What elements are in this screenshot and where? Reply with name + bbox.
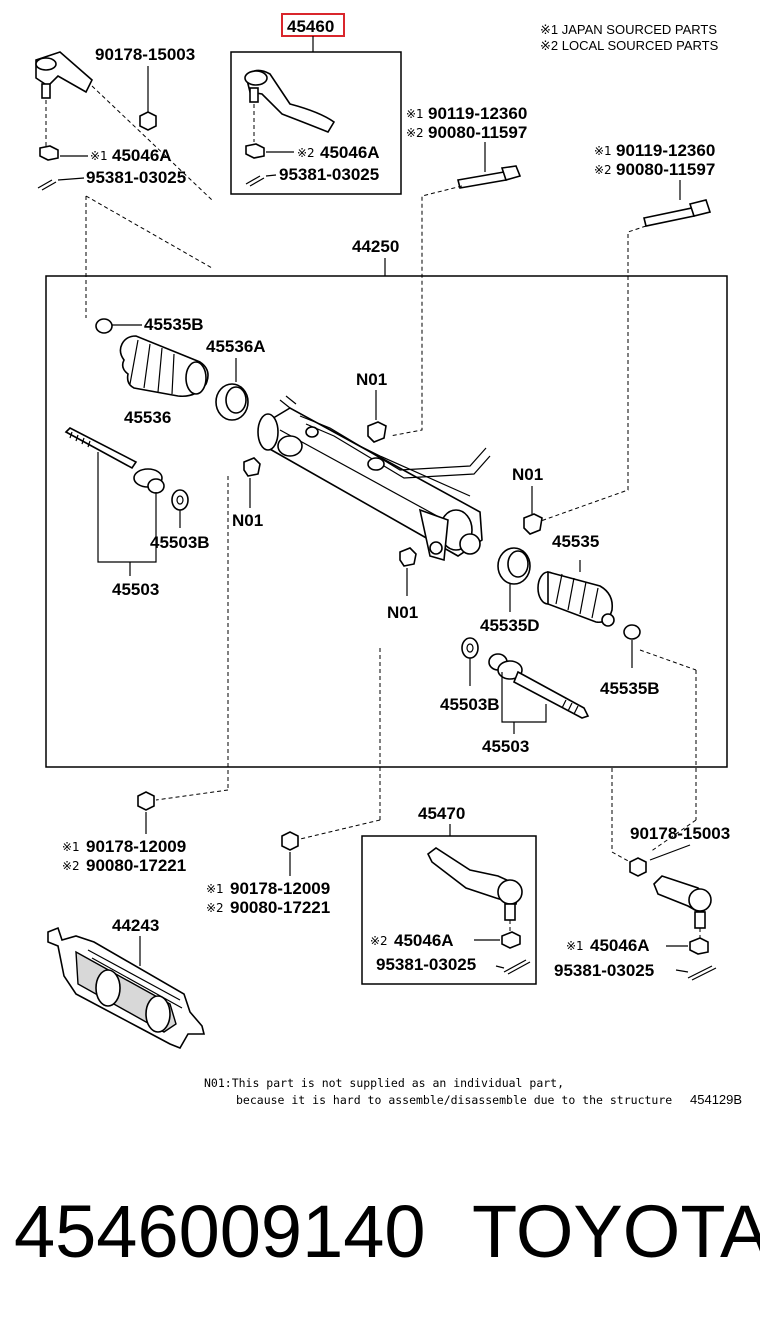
inset-45470-box xyxy=(361,835,537,985)
mark-local-bl: ※2 xyxy=(62,859,80,873)
label-45503B-left: 45503B xyxy=(150,533,210,552)
mark-japan-bolt1: ※1 xyxy=(406,107,424,121)
label-90080-11597-b: 90080-11597 xyxy=(616,160,715,179)
cotter-pin-right-bottom xyxy=(687,965,717,981)
footer-part-number: 4546009140 xyxy=(14,1190,426,1273)
label-45046A-inset: 45046A xyxy=(320,143,380,162)
cotter-pin-inset xyxy=(245,175,265,187)
castle-nut-45470-inset xyxy=(501,931,521,949)
label-90080-11597-a: 90080-11597 xyxy=(428,123,527,142)
label-95381-inset2: 95381-03025 xyxy=(376,955,476,974)
label-95381-bottom-right: 95381-03025 xyxy=(554,961,654,980)
label-90080-17221-mid: 90080-17221 xyxy=(230,898,330,917)
n01-bushing-right xyxy=(523,513,543,535)
inset-45460-box xyxy=(230,51,402,195)
tie-rod-end-45470 xyxy=(426,847,523,921)
label-N01-top: N01 xyxy=(356,370,387,389)
mark-local-bolt1: ※2 xyxy=(406,126,424,140)
diagram-code: 454129B xyxy=(690,1092,742,1107)
n01-bushing-top xyxy=(367,421,387,443)
bolt-center-top xyxy=(457,165,522,189)
label-45046A-inset2: 45046A xyxy=(394,931,454,950)
boot-45536 xyxy=(119,335,209,398)
label-45535D: 45535D xyxy=(480,616,540,635)
inner-tie-rod-right xyxy=(488,653,590,719)
mark-japan-bl: ※1 xyxy=(62,840,80,854)
nut-90178-12009-left xyxy=(137,791,155,811)
label-45470: 45470 xyxy=(418,804,465,823)
label-45460: 45460 xyxy=(287,17,334,36)
lock-washer-45503B-right xyxy=(461,637,479,659)
label-45536: 45536 xyxy=(124,408,171,427)
label-90178-15003-top: 90178-15003 xyxy=(95,45,195,64)
mark-japan-bolt2: ※1 xyxy=(594,144,612,158)
label-N01-bottom: N01 xyxy=(387,603,418,622)
mark-japan-bm: ※1 xyxy=(206,882,224,896)
cotter-pin-45470-inset xyxy=(503,959,531,975)
pitman-arm-45460 xyxy=(244,69,336,133)
castle-nut-inset xyxy=(245,143,265,159)
bolt-right-top xyxy=(643,199,712,227)
label-N01-right: N01 xyxy=(512,465,543,484)
mark-local-ins2: ※2 xyxy=(370,934,388,948)
label-45046A-bottom-right: 45046A xyxy=(590,936,650,955)
boot-45535 xyxy=(537,570,615,627)
label-95381-inset: 95381-03025 xyxy=(279,165,379,184)
mark-local-bolt2: ※2 xyxy=(594,163,612,177)
label-44243: 44243 xyxy=(112,916,159,935)
castle-nut-right-bottom xyxy=(689,937,709,955)
rack-assembly-44250-box xyxy=(45,275,728,768)
castle-nut-top-left xyxy=(39,145,59,161)
legend-japan-sourced: ※1 JAPAN SOURCED PARTS xyxy=(540,22,717,37)
label-45535: 45535 xyxy=(552,532,599,551)
mark-local-bm: ※2 xyxy=(206,901,224,915)
label-45535B-right: 45535B xyxy=(600,679,660,698)
n01-bushing-bottom xyxy=(399,547,417,567)
nut-90178-15003-bottom xyxy=(629,857,647,877)
label-44250: 44250 xyxy=(352,237,399,256)
lock-washer-45503B-left xyxy=(171,489,189,511)
label-90178-12009-left: 90178-12009 xyxy=(86,837,186,856)
note-n01-line1: N01:This part is not supplied as an indi… xyxy=(204,1076,564,1090)
label-90178-15003-bottom: 90178-15003 xyxy=(630,824,730,843)
clamp-45535B-right xyxy=(623,624,641,640)
footer-brand: TOYOTA xyxy=(472,1190,760,1273)
label-45536A: 45536A xyxy=(206,337,266,356)
nut-90178-12009-mid xyxy=(281,831,299,851)
label-45535B-left: 45535B xyxy=(144,315,204,334)
label-N01-left: N01 xyxy=(232,511,263,530)
inner-tie-rod-left xyxy=(64,427,165,494)
label-95381-top-left: 95381-03025 xyxy=(86,168,186,187)
cotter-pin-top-left xyxy=(37,179,57,191)
rack-shield-44243 xyxy=(47,926,206,1050)
note-n01-line2: because it is hard to assemble/disassemb… xyxy=(236,1093,672,1107)
band-45536A xyxy=(215,383,249,421)
clamp-45535B-left xyxy=(95,318,113,334)
n01-bushing-left xyxy=(243,457,261,477)
tie-rod-end-left-top xyxy=(35,51,93,99)
label-45503B-right: 45503B xyxy=(440,695,500,714)
legend-local-sourced: ※2 LOCAL SOURCED PARTS xyxy=(540,38,719,53)
steering-rack-housing xyxy=(257,395,491,562)
nut-90178-top xyxy=(139,111,157,131)
label-90178-12009-mid: 90178-12009 xyxy=(230,879,330,898)
label-90080-17221-left: 90080-17221 xyxy=(86,856,186,875)
label-45503-right: 45503 xyxy=(482,737,529,756)
label-90119-12360-b: 90119-12360 xyxy=(616,141,715,160)
label-45503-left: 45503 xyxy=(112,580,159,599)
band-45535D xyxy=(497,547,531,585)
label-90119-12360-a: 90119-12360 xyxy=(428,104,527,123)
mark-local-inset: ※2 xyxy=(297,146,315,160)
tie-rod-end-right-bottom xyxy=(653,875,712,929)
mark-japan-br: ※1 xyxy=(566,939,584,953)
label-45046A-top-left: 45046A xyxy=(112,146,172,165)
mark-japan-1: ※1 xyxy=(90,149,108,163)
